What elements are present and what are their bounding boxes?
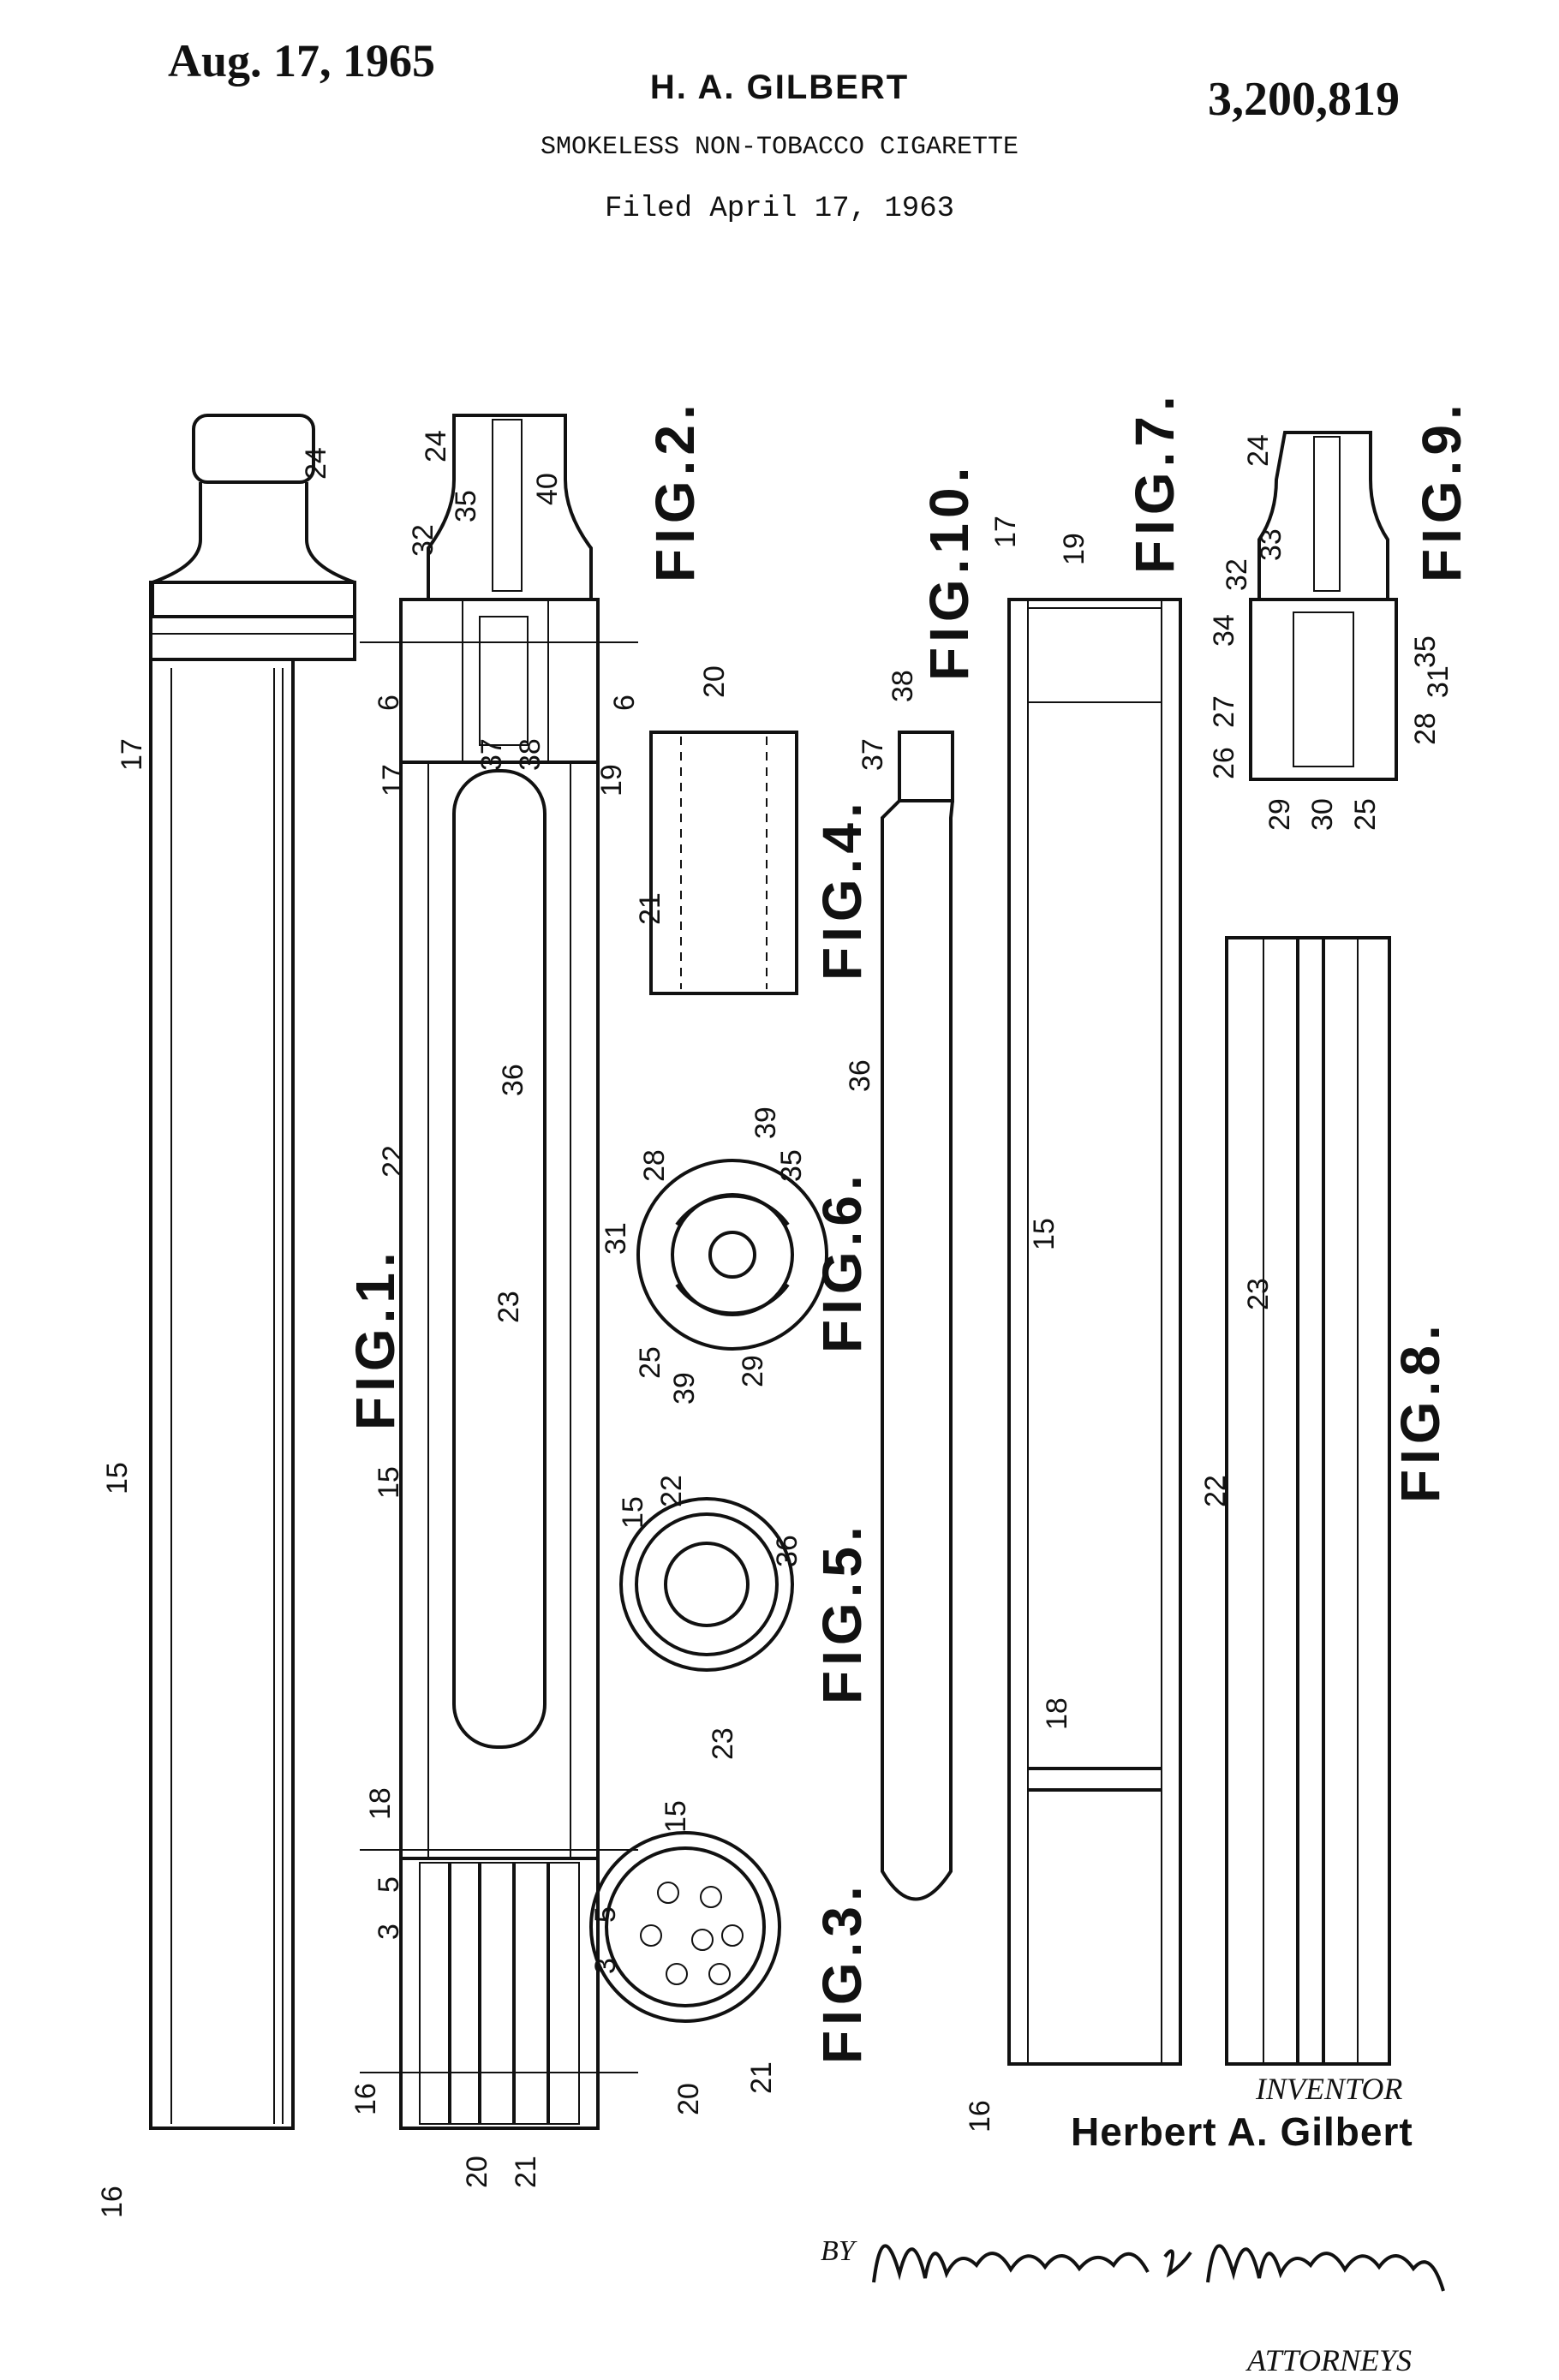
- ref-29-fig6: 29: [737, 1355, 769, 1387]
- filed-date: Filed April 17, 1963: [604, 193, 955, 225]
- fig4-label: FIG.4.: [811, 797, 873, 981]
- ref-16-fig1: 16: [96, 2186, 128, 2218]
- ref-24-fig9: 24: [1242, 434, 1275, 467]
- ref-15-fig7: 15: [1028, 1218, 1060, 1250]
- ref-25-fig6: 25: [634, 1346, 666, 1379]
- ref-26-fig9: 26: [1208, 747, 1240, 779]
- ref-3-right: 3: [589, 1958, 622, 1974]
- ref-39-fig6-top: 39: [750, 1106, 782, 1139]
- ref-21-fig2: 21: [510, 2156, 542, 2188]
- ref-35-fig6: 35: [775, 1149, 808, 1182]
- ref-19-fig2: 19: [595, 764, 628, 796]
- inventor-header: H. A. GILBERT: [649, 69, 910, 106]
- patent-date: Aug. 17, 1965: [168, 35, 436, 86]
- fig1-label: FIG.1.: [344, 1247, 406, 1430]
- fig9-mouthpiece-detail: [1249, 431, 1398, 781]
- fig3-label: FIG.3.: [811, 1881, 873, 2064]
- ref-3-left-a: 3: [373, 1924, 405, 1940]
- fig10-capsule: [881, 731, 954, 1901]
- ref-15-fig2: 15: [373, 1466, 405, 1499]
- ref-5-right: 5: [589, 1906, 622, 1923]
- ref-16-fig7: 16: [964, 2100, 996, 2132]
- patent-title: SMOKELESS NON-TOBACCO CIGARETTE: [540, 133, 1019, 162]
- ref-15-fig3: 15: [660, 1800, 692, 1833]
- ref-5-left: 5: [373, 1876, 405, 1893]
- ref-24-fig2: 24: [420, 430, 452, 462]
- fig7-label: FIG.7.: [1124, 391, 1186, 574]
- ref-17-fig1: 17: [116, 738, 148, 771]
- patent-number: 3,200,819: [1208, 73, 1400, 126]
- ref-15-fig1: 15: [101, 1462, 134, 1494]
- ref-20-fig3: 20: [672, 2083, 705, 2115]
- ref-18-fig7: 18: [1041, 1697, 1073, 1730]
- fig10-label: FIG.10.: [918, 462, 980, 681]
- fig5-cross-section: [619, 1497, 794, 1672]
- inventor-label: INVENTOR: [1256, 2072, 1403, 2106]
- ref-29-fig9: 29: [1263, 798, 1296, 831]
- ref-39-fig6-bottom: 39: [668, 1372, 701, 1405]
- ref-20-fig4: 20: [698, 665, 731, 698]
- ref-22-fig5: 22: [655, 1475, 688, 1507]
- fig8-wall-section: [1225, 936, 1391, 2066]
- ref-23-fig8: 23: [1242, 1278, 1275, 1310]
- fig6-cross-section: [636, 1159, 828, 1351]
- ref-23-fig2: 23: [493, 1291, 525, 1323]
- fig1-exterior-view: [149, 414, 356, 2130]
- ref-15-fig5: 15: [617, 1496, 649, 1529]
- ref-21-fig4: 21: [634, 892, 666, 925]
- ref-30-fig9: 30: [1306, 798, 1339, 831]
- ref-28-fig6: 28: [638, 1149, 671, 1182]
- by-label: BY: [821, 2235, 855, 2267]
- ref-37-fig2: 37: [475, 738, 508, 771]
- ref-34-fig9: 34: [1208, 614, 1240, 647]
- ref-16-fig2: 16: [349, 2083, 382, 2115]
- attorney-signature: [872, 2244, 1445, 2292]
- fig2-label: FIG.2.: [644, 399, 706, 582]
- ref-36-fig10: 36: [844, 1059, 876, 1092]
- ref-22-fig8: 22: [1199, 1475, 1232, 1507]
- ref-22-fig2: 22: [377, 1145, 409, 1178]
- ref-38-fig2: 38: [514, 738, 547, 771]
- inventor-full-name: Herbert A. Gilbert: [1071, 2109, 1413, 2154]
- fig3-cross-section: [589, 1831, 781, 2023]
- ref-21-fig3: 21: [745, 2061, 778, 2094]
- ref-32-fig9: 32: [1221, 558, 1253, 591]
- ref-36-fig5: 36: [771, 1535, 803, 1567]
- ref-35-fig2: 35: [450, 490, 482, 522]
- ref-28-fig9: 28: [1409, 713, 1442, 745]
- ref-36-fig2: 36: [497, 1064, 529, 1096]
- ref-24-fig1: 24: [300, 447, 332, 480]
- ref-6-left: 6: [373, 695, 405, 711]
- ref-35-fig9: 35: [1409, 635, 1442, 668]
- ref-17-fig2: 17: [377, 764, 409, 796]
- ref-27-fig9: 27: [1208, 695, 1240, 728]
- ref-23-fig5: 23: [707, 1727, 739, 1760]
- ref-40-fig2: 40: [531, 473, 564, 505]
- ref-25-fig9: 25: [1349, 798, 1382, 831]
- fig5-label: FIG.5.: [811, 1521, 873, 1704]
- fig7-tube-section: [1007, 598, 1182, 2066]
- ref-32-fig2: 32: [407, 524, 439, 557]
- ref-18-fig2: 18: [364, 1787, 397, 1820]
- fig9-label: FIG.9.: [1411, 399, 1472, 582]
- ref-38-fig10: 38: [887, 670, 919, 702]
- ref-6-right: 6: [608, 695, 641, 711]
- attorneys-label: ATTORNEYS: [1247, 2343, 1413, 2377]
- ref-33-fig9: 33: [1255, 528, 1287, 561]
- ref-31-fig6: 31: [600, 1222, 632, 1255]
- fig2-section-view: [360, 414, 638, 2130]
- fig4-filter-plug: [649, 731, 798, 995]
- fig8-label: FIG.8.: [1389, 1320, 1451, 1503]
- ref-37-fig10: 37: [857, 738, 889, 771]
- ref-19-fig7: 19: [1058, 533, 1090, 565]
- ref-31-fig9: 31: [1422, 665, 1454, 698]
- ref-20-fig2: 20: [461, 2156, 493, 2188]
- ref-17-fig7: 17: [989, 516, 1022, 548]
- fig6-label: FIG.6.: [811, 1170, 873, 1353]
